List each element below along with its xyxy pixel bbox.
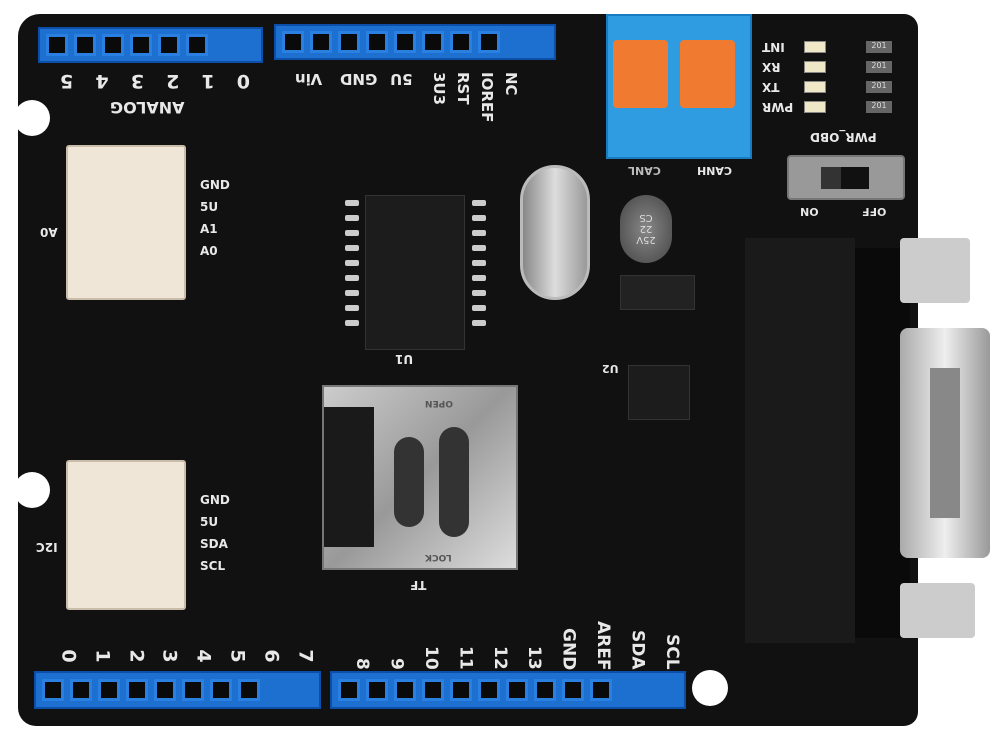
led-label: INT	[762, 40, 785, 54]
led	[804, 81, 826, 93]
pin-label: 0	[236, 70, 250, 92]
grove-connector-i2c	[66, 460, 186, 610]
pin-label: 0	[57, 649, 80, 663]
resistor: 201	[866, 81, 892, 93]
pin-label: 5	[226, 649, 249, 663]
pin-label: 3U3	[430, 72, 448, 106]
pin-label: 1	[91, 649, 114, 663]
pin-label: IOREF	[478, 72, 496, 123]
cap-value: 22	[639, 223, 653, 235]
resistor: 201	[866, 61, 892, 73]
pin-label: 8	[352, 658, 372, 670]
pin-label: 6	[260, 649, 283, 663]
pin-label: GND	[340, 70, 378, 88]
pin-label: A0	[200, 244, 218, 258]
grove-label: I2C	[36, 540, 58, 554]
u2-label: U2	[602, 362, 619, 375]
pin-label: 4	[95, 70, 109, 92]
power-header	[274, 24, 556, 60]
pin-label: 9	[386, 658, 407, 670]
led-label: RX	[762, 60, 781, 74]
can-controller-chip	[365, 195, 465, 350]
canh-label: CANH	[697, 164, 732, 177]
tf-label: TF	[410, 578, 427, 592]
led	[804, 41, 826, 53]
power-pin-labels: NC IOREF RST 3U3 5U GND Vin	[285, 62, 555, 152]
resistor: 201	[866, 101, 892, 113]
sd-open-label: OPEN	[425, 398, 453, 408]
digital-header-low	[34, 671, 321, 709]
resistor: 201	[866, 41, 892, 53]
pin-label: 3	[159, 649, 182, 663]
pin-label: 11	[455, 646, 476, 670]
crystal-oscillator	[520, 165, 590, 300]
pin-label: 13	[524, 646, 545, 670]
switch-off-label: OFF	[862, 205, 887, 218]
pin-label: Vin	[295, 70, 323, 88]
pin-label: SDA	[627, 630, 648, 670]
analog-pin-labels: 0 1 2 3 4 5	[60, 70, 250, 92]
chip-legs-right	[472, 200, 486, 326]
pin-label: GND	[200, 493, 230, 507]
grove-connector-analog	[66, 145, 186, 300]
led	[804, 101, 826, 113]
electrolytic-capacitor: 25V 22 CS	[620, 195, 672, 263]
grove-analog-pins: GND 5U A1 A0	[200, 178, 230, 258]
pin-label: NC	[502, 72, 520, 96]
switch-label: PWR_OBD	[810, 130, 877, 144]
pin-label: 12	[489, 646, 510, 670]
digital-high-labels: 8 9 10 11 12 13 GND AREF SDA SCL	[352, 600, 682, 670]
voltage-regulator	[620, 275, 695, 310]
led	[804, 61, 826, 73]
chip-legs-left	[345, 200, 359, 326]
canl-label: CANL	[628, 164, 661, 177]
pin-label: SCL	[200, 559, 226, 573]
tf-card-slot[interactable]	[322, 385, 518, 570]
led-indicators: INT 201 RX 201 TX 201 PWR 201	[762, 40, 892, 114]
pin-label: GND	[200, 178, 230, 192]
pin-label: A1	[200, 222, 218, 236]
pin-label: 4	[192, 649, 215, 663]
digital-header-high	[330, 671, 686, 709]
pin-label: GND	[558, 627, 579, 670]
cap-mark: CS	[639, 212, 653, 224]
grove-label: A0	[40, 225, 58, 239]
pin-label: 2	[125, 649, 148, 663]
led-label: PWR	[762, 100, 794, 114]
mounting-hole	[692, 670, 728, 706]
pin-label: 5	[60, 70, 74, 92]
pin-label: SDA	[200, 537, 228, 551]
pin-label: 5U	[390, 70, 413, 88]
pin-label: SCL	[661, 634, 682, 670]
pin-label: 2	[166, 70, 180, 92]
pin-label: 1	[201, 70, 215, 92]
u1-label: U1	[395, 352, 414, 366]
can-transceiver-chip	[628, 365, 690, 420]
power-switch[interactable]	[787, 155, 905, 200]
pin-label: RST	[454, 72, 472, 105]
switch-on-label: ON	[800, 205, 819, 218]
terminal-button-canh[interactable]	[680, 40, 735, 108]
pin-label: 7	[294, 649, 317, 663]
cap-voltage: 25V	[636, 234, 656, 246]
grove-i2c-pins: GND 5U SDA SCL	[200, 493, 230, 573]
analog-label: ANALOG	[110, 98, 185, 117]
pin-label: 3	[130, 70, 144, 92]
digital-low-labels: 0 1 2 3 4 5 6 7	[58, 645, 317, 667]
pin-label: AREF	[593, 620, 614, 670]
pin-label: 5U	[200, 515, 219, 529]
terminal-button-canl[interactable]	[613, 40, 668, 108]
mounting-hole	[14, 100, 50, 136]
led-label: TX	[762, 80, 780, 94]
db9-connector[interactable]	[745, 238, 990, 643]
pin-label: 10	[420, 646, 441, 670]
analog-header	[38, 27, 263, 63]
pin-label: 5U	[200, 200, 219, 214]
sd-lock-label: LOCK	[425, 552, 452, 562]
mounting-hole	[14, 472, 50, 508]
